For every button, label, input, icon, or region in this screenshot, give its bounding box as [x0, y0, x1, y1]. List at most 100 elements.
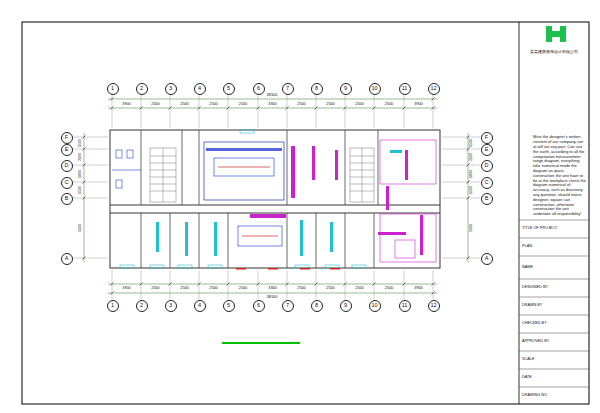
- grid-label: 8: [315, 86, 318, 92]
- grid-bubble: 11: [399, 300, 411, 312]
- title-block-field: DATE: [522, 376, 532, 380]
- grid-label: 1: [111, 303, 114, 309]
- grid-bubble: C: [481, 177, 493, 189]
- dimension-value: 2500: [326, 287, 334, 291]
- title-block-field: DRAWING NO.: [522, 394, 548, 398]
- dimension-value: 1500: [470, 186, 474, 194]
- grid-bubble: 10: [369, 300, 381, 312]
- dimension-value: 2500: [297, 287, 305, 291]
- dimension-total: 38100: [266, 93, 277, 97]
- grid-label: D: [65, 163, 69, 169]
- grid-bubble: 5: [223, 83, 235, 95]
- grid-label: 4: [198, 303, 201, 309]
- grid-label: 5: [227, 86, 230, 92]
- grid-bubble: E: [481, 144, 493, 156]
- grid-bubble: D: [481, 160, 493, 172]
- grid-label: A: [65, 256, 69, 262]
- grid-label: F: [65, 135, 68, 141]
- dimension-value: 2100: [470, 153, 474, 161]
- grid-bubble: 8: [311, 300, 323, 312]
- title-block-field: SCALE: [522, 358, 534, 362]
- company-name: 某某建筑装饰设计有限公司: [530, 50, 578, 54]
- grid-bubble: 1: [107, 83, 119, 95]
- grid-label: B: [485, 196, 489, 202]
- dimension-value: 2500: [151, 287, 159, 291]
- title-block-field: PLAN: [522, 245, 532, 249]
- grid-bubble: E: [61, 144, 73, 156]
- notice-text: Must the designer's written consent of o…: [533, 135, 587, 217]
- grid-label: 1: [111, 86, 114, 92]
- grid-bubble: 12: [428, 300, 440, 312]
- dimension-value: 1500: [79, 139, 83, 147]
- grid-bubble: 5: [223, 300, 235, 312]
- grid-label: 3: [169, 86, 172, 92]
- dimension-value: 2500: [355, 287, 363, 291]
- title-block-field: NAME: [522, 266, 533, 270]
- dimension-value: 2500: [239, 103, 247, 107]
- grid-bubble: 4: [194, 300, 206, 312]
- grid-label: 7: [286, 86, 289, 92]
- dimension-value: 2500: [326, 103, 334, 107]
- dimension-value: 1800: [79, 170, 83, 178]
- grid-bubble: 1: [107, 300, 119, 312]
- grid-bubble: A: [481, 253, 493, 265]
- grid-label: 9: [344, 303, 347, 309]
- grid-label: 10: [371, 303, 377, 309]
- dimension-value: 1500: [79, 186, 83, 194]
- dimension-value: 2500: [151, 103, 159, 107]
- grid-label: 2: [140, 86, 143, 92]
- grid-bubble: 8: [311, 83, 323, 95]
- dimension-value: 2500: [239, 287, 247, 291]
- grid-label: 7: [286, 303, 289, 309]
- grid-bubble: 4: [194, 83, 206, 95]
- grid-label: 2: [140, 303, 143, 309]
- grid-label: E: [485, 147, 489, 153]
- dimension-value: 3300: [268, 287, 276, 291]
- dimension-value: 3900: [414, 103, 422, 107]
- dimension-total: 38100: [266, 295, 277, 299]
- dimension-value: 3300: [268, 103, 276, 107]
- grid-bubble: 2: [136, 300, 148, 312]
- dimension-value: 2500: [297, 103, 305, 107]
- grid-label: D: [485, 163, 489, 169]
- dimension-value: 2500: [355, 103, 363, 107]
- grid-label: F: [485, 135, 488, 141]
- grid-label: 9: [344, 86, 347, 92]
- title-block-field: DRAWN BY: [522, 304, 542, 308]
- grid-label: C: [485, 180, 489, 186]
- grid-bubble: 7: [282, 83, 294, 95]
- grid-label: 10: [371, 86, 377, 92]
- grid-bubble: 6: [253, 83, 265, 95]
- dimension-value: 3900: [414, 287, 422, 291]
- grid-label: 6: [257, 86, 260, 92]
- grid-label: 12: [430, 303, 436, 309]
- dimension-value: 5100: [470, 224, 474, 232]
- grid-bubble: D: [61, 160, 73, 172]
- dimension-value: 3900: [122, 103, 130, 107]
- grid-label: 4: [198, 86, 201, 92]
- grid-label: 11: [402, 86, 408, 92]
- grid-bubble: B: [61, 193, 73, 205]
- grid-bubble: F: [61, 132, 73, 144]
- grid-bubble: 2: [136, 83, 148, 95]
- grid-bubble: C: [61, 177, 73, 189]
- grid-bubble: 10: [369, 83, 381, 95]
- grid-label: 12: [430, 86, 436, 92]
- grid-bubble: 7: [282, 300, 294, 312]
- title-block-field: APPROVED BY: [522, 340, 549, 344]
- title-block-field: TITLE OF PROJECT: [522, 227, 557, 231]
- title-block-field: DESIGNED BY: [522, 286, 548, 290]
- grid-label: 6: [257, 303, 260, 309]
- grid-bubble: 3: [165, 83, 177, 95]
- dimension-value: 2500: [385, 287, 393, 291]
- grid-label: 11: [402, 303, 408, 309]
- dimension-value: 2500: [385, 103, 393, 107]
- grid-bubble: 9: [340, 300, 352, 312]
- dimension-value: 2500: [180, 103, 188, 107]
- grid-bubble: 12: [428, 83, 440, 95]
- grid-label: 5: [227, 303, 230, 309]
- grid-label: B: [65, 196, 69, 202]
- dimension-value: 2100: [79, 153, 83, 161]
